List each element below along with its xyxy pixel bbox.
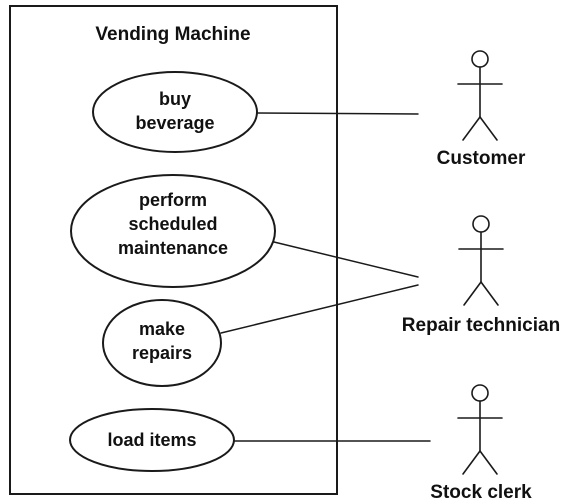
system-boundary	[9, 5, 338, 495]
use-case-line: perform	[139, 190, 207, 210]
actor-customer-label: Customer	[437, 148, 526, 169]
use-case-line: repairs	[132, 343, 192, 363]
use-case-load-items: load items	[69, 408, 235, 472]
association-customer-buy-beverage	[256, 112, 419, 115]
association-technician-repairs	[220, 284, 419, 334]
use-case-line: buy	[159, 89, 191, 109]
use-case-line: maintenance	[118, 238, 228, 258]
use-case-line: load items	[107, 430, 196, 450]
actor-customer-figure	[457, 50, 503, 141]
actor-stock-clerk-figure	[457, 384, 503, 475]
actor-repair-technician-figure	[458, 215, 504, 306]
actor-stock-clerk-label: Stock clerk	[430, 482, 532, 503]
use-case-line: scheduled	[128, 214, 217, 234]
use-case-perform-scheduled-maintenance: perform scheduled maintenance	[70, 174, 276, 288]
use-case-buy-beverage: buy beverage	[92, 71, 258, 153]
use-case-make-repairs: make repairs	[102, 299, 222, 387]
association-technician-maintenance	[273, 241, 419, 278]
system-title: Vending Machine	[95, 24, 250, 45]
use-case-line: beverage	[135, 113, 214, 133]
actor-repair-technician-label: Repair technician	[402, 315, 560, 336]
use-case-line: make	[139, 319, 185, 339]
